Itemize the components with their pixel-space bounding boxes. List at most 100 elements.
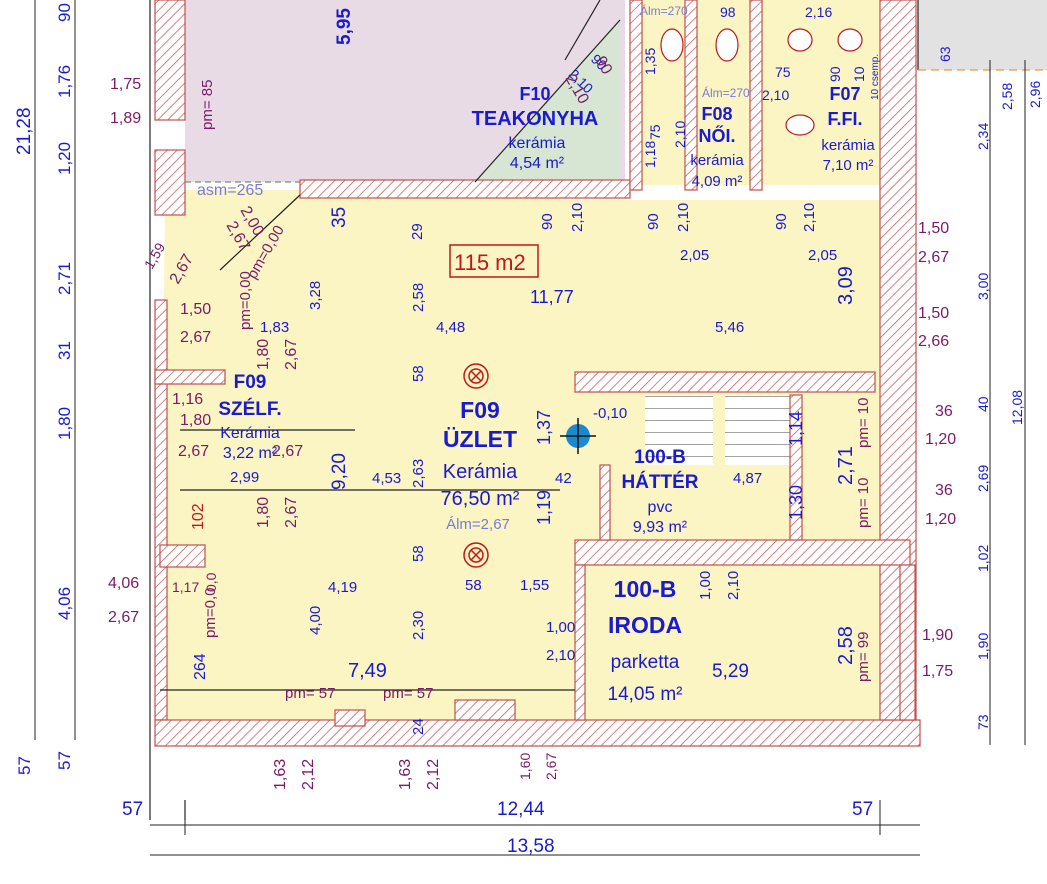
svg-text:1,20: 1,20: [925, 511, 956, 528]
szelf-name: SZÉLF.: [218, 398, 281, 420]
teakonyha-code: F10: [519, 84, 550, 104]
bottom-dim-right: 57: [852, 799, 873, 820]
svg-text:4,06: 4,06: [55, 587, 74, 620]
purple-pairs: 1,751,89 1,502,67 1,502,66 1,502,67 1,16…: [108, 54, 956, 791]
right-dimension-lines: [989, 60, 1026, 745]
room-label-noi: F08 NŐI. kerámia 4,09 m²: [690, 104, 744, 190]
svg-text:1,89: 1,89: [110, 110, 141, 127]
svg-text:pm= 57: pm= 57: [383, 685, 433, 702]
svg-text:1,50: 1,50: [918, 220, 949, 237]
svg-text:90: 90: [645, 213, 662, 230]
noi-floor: kerámia: [690, 152, 744, 169]
svg-text:2,30: 2,30: [410, 611, 427, 640]
svg-text:1,75: 1,75: [922, 663, 953, 680]
hatter-name: HÁTTÉR: [621, 471, 698, 493]
svg-text:2,10: 2,10: [725, 571, 742, 600]
svg-text:3,00: 3,00: [975, 273, 991, 300]
left-outer-57: 57: [15, 756, 34, 775]
svg-text:2,71: 2,71: [55, 262, 74, 295]
svg-text:58: 58: [410, 365, 427, 382]
svg-text:90: 90: [539, 213, 556, 230]
svg-text:90: 90: [827, 66, 843, 82]
main-name: ÜZLET: [443, 426, 517, 452]
room-label-main: F09 ÜZLET Kerámia 76,50 m² Álm=2,67: [441, 397, 520, 533]
svg-text:1,50: 1,50: [918, 305, 949, 322]
room-label-hatter: 100-B HÁTTÉR pvc 9,93 m²: [621, 447, 698, 536]
svg-text:2,16: 2,16: [805, 4, 832, 20]
svg-text:1,55: 1,55: [520, 577, 549, 594]
svg-text:2,10: 2,10: [675, 203, 692, 232]
svg-text:1,80: 1,80: [255, 497, 272, 528]
svg-text:11,77: 11,77: [530, 287, 574, 307]
svg-text:1,18: 1,18: [642, 141, 658, 168]
teakonyha-floor: kerámia: [509, 135, 566, 152]
wall-labels: 35 29 90 2,10 90 2,10 90 2,10 2,05 2,05: [329, 203, 837, 264]
main-floor: Kerámia: [443, 461, 518, 483]
svg-text:3,28: 3,28: [307, 281, 324, 310]
level-marker: [560, 418, 596, 454]
svg-text:pm= 85: pm= 85: [199, 80, 216, 130]
svg-text:264: 264: [192, 653, 209, 680]
bottom-dimensions: [150, 800, 920, 856]
svg-text:2,58: 2,58: [999, 83, 1015, 110]
svg-text:2,67: 2,67: [272, 443, 303, 460]
area-box: [449, 244, 539, 278]
szelf-code: F09: [234, 372, 267, 393]
svg-text:4,19: 4,19: [328, 579, 357, 596]
alm-top-2: Álm=270: [702, 85, 750, 100]
svg-text:pm= 99: pm= 99: [855, 632, 872, 682]
svg-text:75: 75: [647, 124, 663, 140]
svg-text:2,67: 2,67: [178, 443, 209, 460]
svg-text:1,20: 1,20: [925, 431, 956, 448]
svg-text:90: 90: [773, 213, 790, 230]
svg-text:4,87: 4,87: [733, 470, 762, 487]
svg-text:pm=0,0: pm=0,0: [202, 588, 219, 638]
hatter-code: 100-B: [634, 447, 686, 468]
iroda-floor: parketta: [611, 652, 680, 673]
svg-text:42: 42: [555, 470, 572, 487]
svg-text:4,06: 4,06: [108, 575, 139, 592]
teakonyha-name: TEAKONYHA: [472, 108, 599, 130]
svg-text:1,75: 1,75: [110, 76, 141, 93]
left-chain: 90 1,76 1,20 2,71 31 1,80 4,06 57: [55, 3, 74, 770]
right-chain: 2,58 2,34 3,00 40 2,69 1,02 1,90 73: [975, 83, 1015, 730]
svg-text:2,10: 2,10: [672, 121, 688, 148]
toilet-fixtures: [660, 28, 863, 136]
ffi-name: F.FI.: [828, 109, 863, 129]
teakonyha-area: 4,54 m²: [510, 155, 565, 172]
svg-text:2,34: 2,34: [975, 123, 991, 150]
svg-text:1,90: 1,90: [975, 633, 991, 660]
svg-text:90: 90: [592, 54, 616, 78]
svg-text:2,05: 2,05: [680, 247, 709, 264]
walls: [154, 0, 921, 747]
svg-text:10 csemp.: 10 csemp.: [870, 54, 881, 100]
noi-area: 4,09 m²: [692, 173, 743, 190]
asm-label: asm=265: [197, 182, 263, 199]
svg-text:1,50: 1,50: [180, 301, 211, 318]
hatter-area: 9,93 m²: [633, 519, 688, 536]
svg-text:1,63: 1,63: [272, 759, 289, 790]
main-alm: Álm=2,67: [446, 516, 510, 533]
svg-text:1,17: 1,17: [172, 579, 199, 595]
svg-text:2,69: 2,69: [975, 465, 991, 492]
svg-text:36: 36: [935, 482, 953, 499]
svg-text:1,00: 1,00: [697, 571, 714, 600]
svg-text:1,30: 1,30: [786, 485, 806, 520]
svg-text:2,10: 2,10: [546, 647, 575, 664]
iroda-area: 14,05 m²: [608, 684, 683, 705]
svg-text:2,99: 2,99: [230, 469, 259, 486]
svg-text:1,02: 1,02: [975, 545, 991, 572]
svg-text:pm= 10: pm= 10: [855, 478, 872, 528]
ffi-floor: kerámia: [821, 137, 875, 154]
right-top-296: 2,96: [1027, 81, 1043, 108]
top-dim-595: 5,95: [334, 8, 355, 45]
svg-text:2,63: 2,63: [410, 459, 427, 488]
main-code: F09: [460, 397, 500, 423]
svg-text:2,66: 2,66: [918, 333, 949, 350]
svg-text:1,63: 1,63: [397, 759, 414, 790]
hatter-stair-1: [645, 395, 713, 465]
iroda-code: 100-B: [614, 576, 677, 602]
svg-text:1,14: 1,14: [786, 411, 806, 446]
left-dimension-lines: [34, 0, 76, 740]
